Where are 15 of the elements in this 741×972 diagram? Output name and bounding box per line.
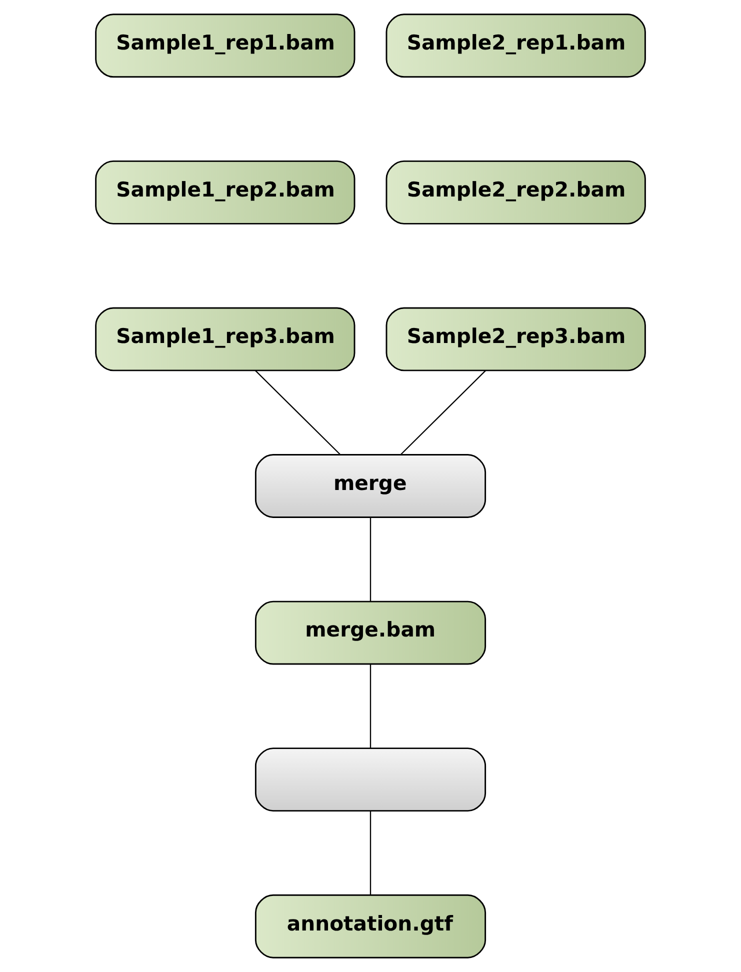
node-box: merge [254, 454, 486, 518]
node-box: merge.bam [254, 600, 486, 665]
node-box: Sample1_rep3.bam [95, 307, 356, 372]
node-box: Sample1_rep2.bam [95, 160, 356, 224]
connector [400, 370, 486, 455]
node-box: annotation.gtf [254, 894, 486, 958]
connector [370, 664, 372, 748]
node-box: Sample2_rep3.bam [386, 307, 646, 372]
node-box: Sample2_rep1.bam [386, 14, 646, 78]
connector [370, 517, 372, 602]
node-box: Sample2_rep2.bam [386, 160, 646, 224]
node-box: Sample1_rep1.bam [95, 14, 356, 78]
connector [370, 810, 372, 895]
node-box [254, 748, 486, 812]
connector [254, 370, 340, 455]
